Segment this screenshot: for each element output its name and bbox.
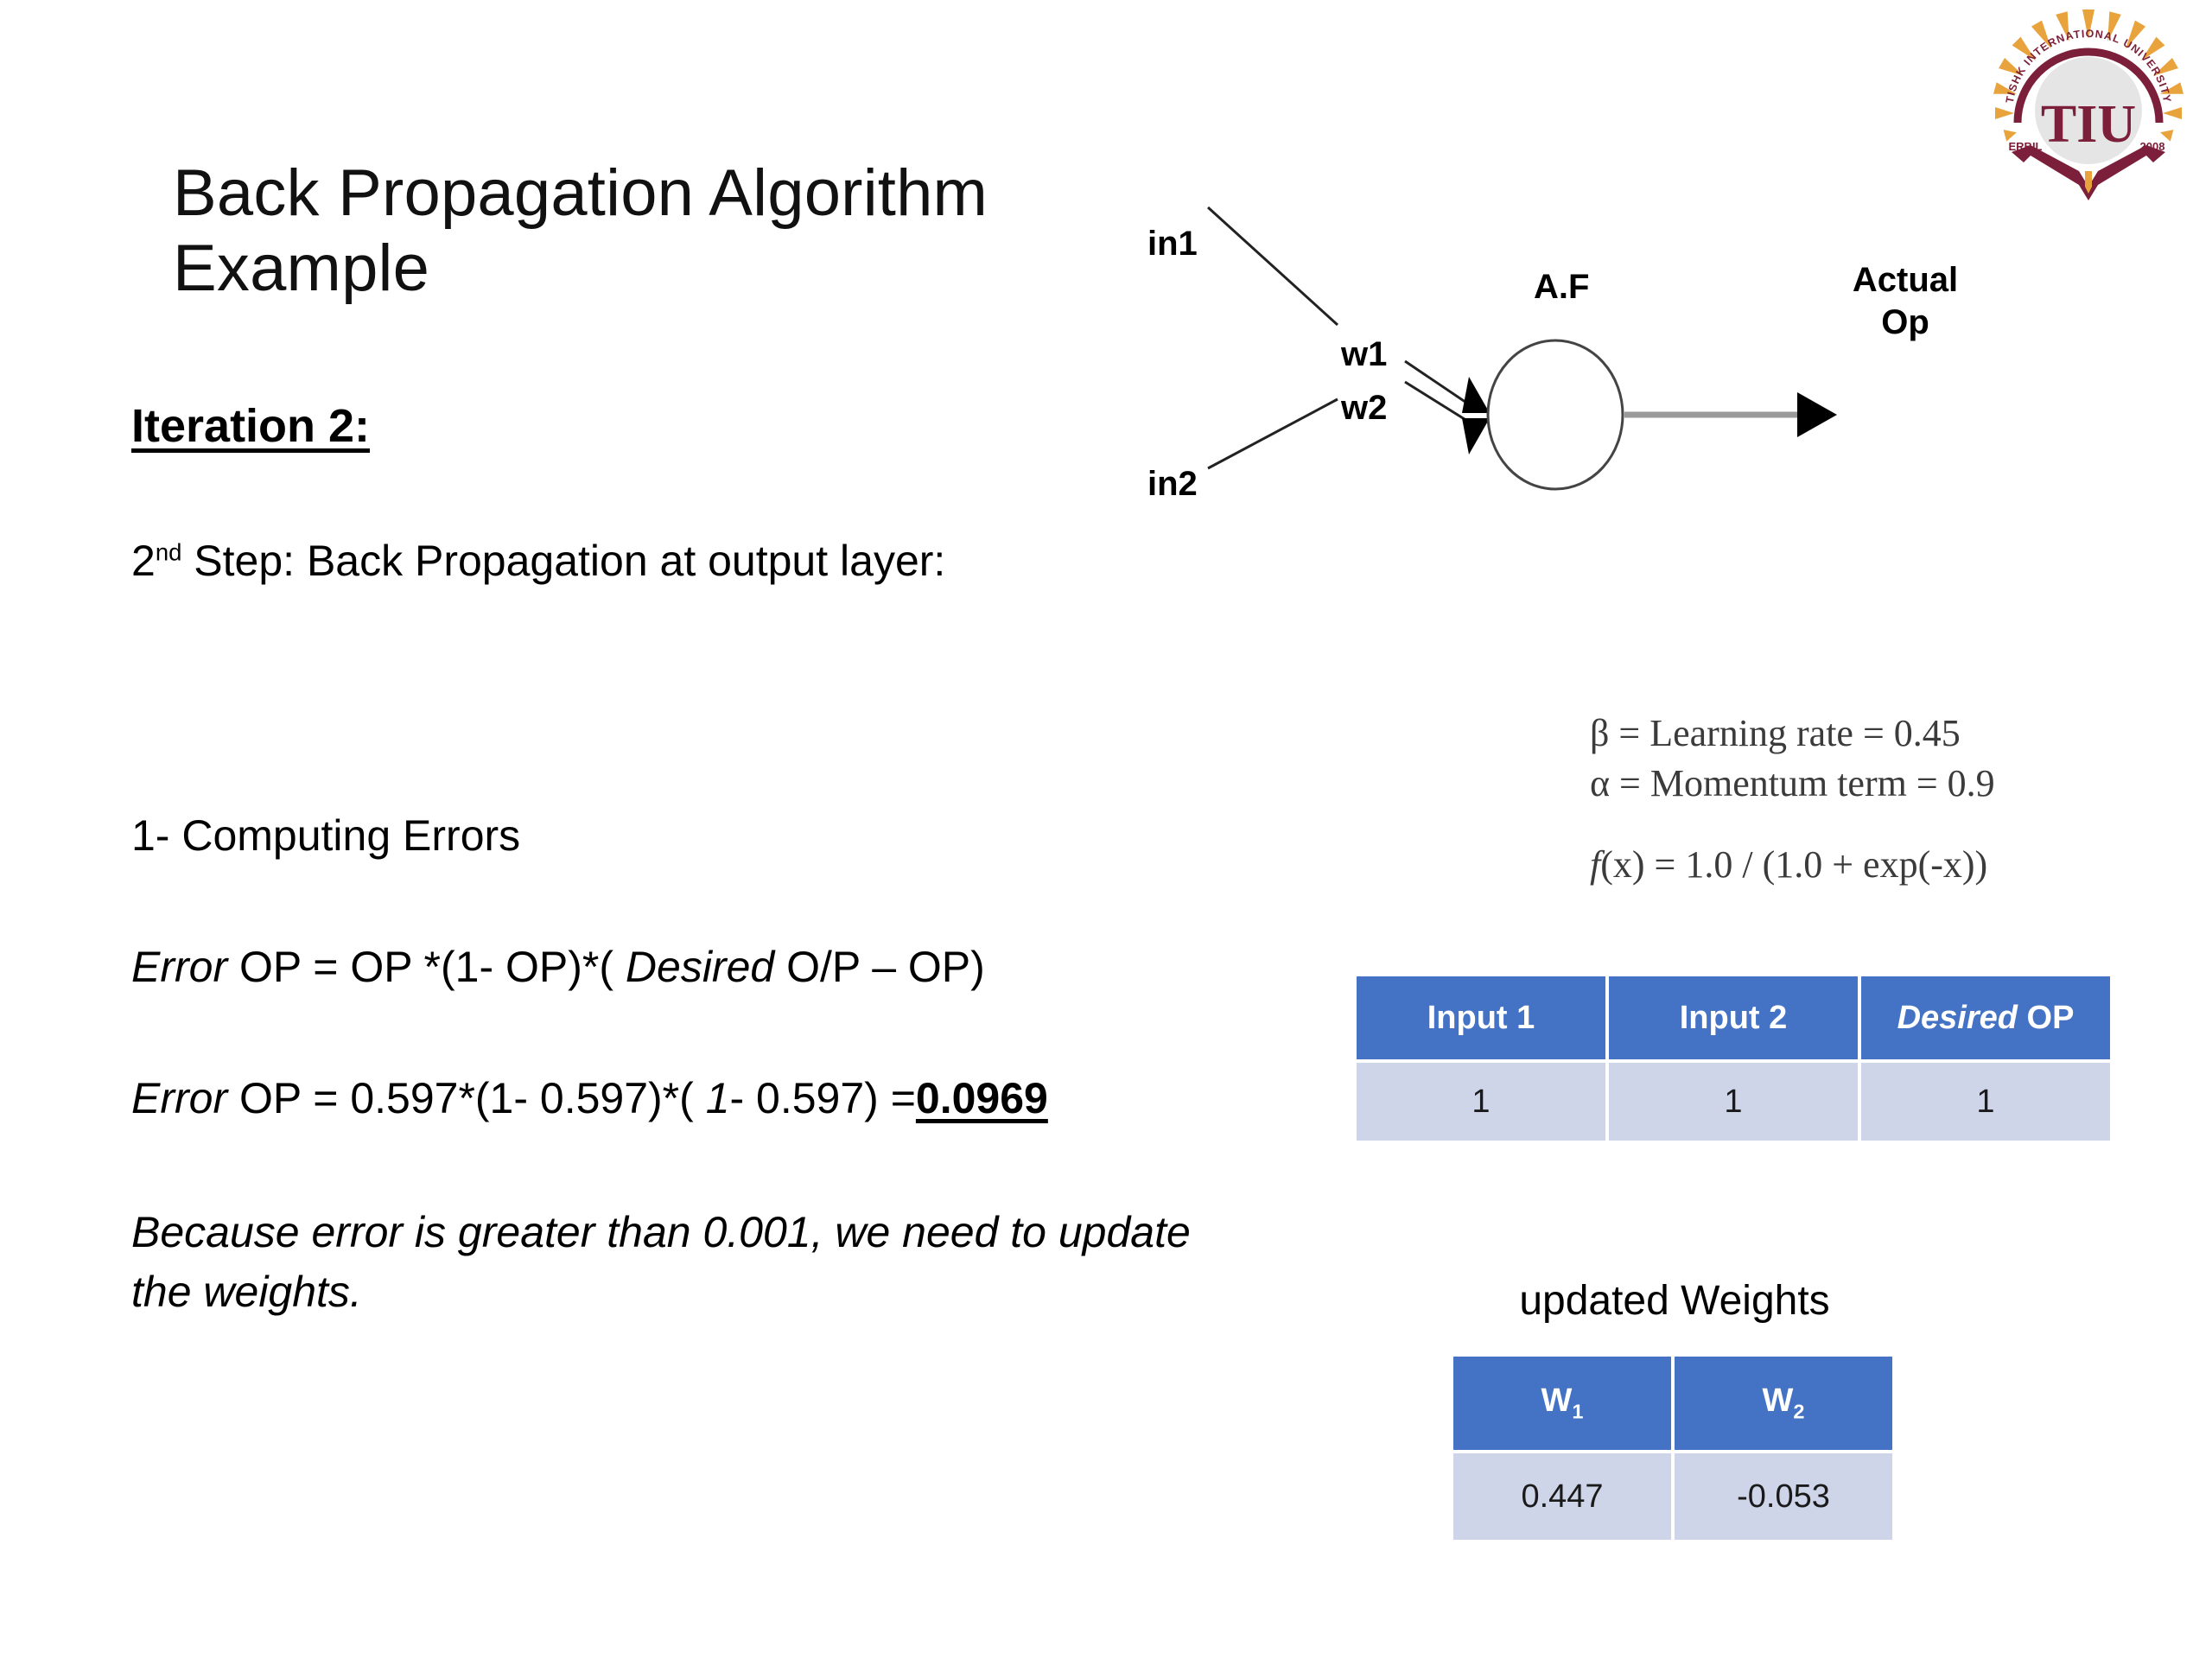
error-equation-numeric-italic-one: 1 <box>705 1074 730 1122</box>
output-arrowhead-icon <box>1797 392 1837 437</box>
io-table-row: 1 1 1 <box>1357 1063 2110 1141</box>
neuron-diagram-svg <box>1206 206 1837 491</box>
io-table-header-input1: Input 1 <box>1357 976 1605 1059</box>
sun-rays-icon <box>1993 10 2183 142</box>
weights-table-header-row: W1 W2 <box>1453 1357 1892 1450</box>
step-number: 2 <box>131 537 156 585</box>
actual-output-line1: Actual <box>1852 261 1959 299</box>
weights-table-caption: updated Weights <box>1519 1278 1830 1324</box>
diagram-label-in2: in2 <box>1147 465 1198 503</box>
error-equation-numeric-italic-error: Error <box>131 1074 228 1122</box>
weights-table-header-w2: W2 <box>1675 1357 1892 1450</box>
weights-table-header-w1: W1 <box>1453 1357 1671 1450</box>
open-book-icon <box>2012 145 2165 200</box>
io-table-cell-desired-op: 1 <box>1861 1063 2110 1141</box>
lower-input-arrowhead-icon <box>1462 418 1490 454</box>
logo-arc <box>2013 48 2164 124</box>
input2-to-w2-line <box>1207 397 1338 470</box>
weights-header-w1-base: W <box>1541 1382 1573 1420</box>
page-title: Back Propagation Algorithm Example <box>173 156 988 306</box>
parameters-formula-block: β = Learning rate = 0.45 α = Momentum te… <box>1590 709 1995 890</box>
error-equation-general-italic-desired: Desired <box>625 943 775 991</box>
io-table-header-row: Input 1 Input 2 Desired OP <box>1357 976 2110 1059</box>
error-equation-numeric-part2: - 0.597) = <box>729 1074 916 1122</box>
tiu-logo: TISHK INTERNATIONAL UNIVERSITY TIU ERBIL… <box>1977 2 2200 225</box>
activation-function-formula: f(x) = 1.0 / (1.0 + exp(-x)) <box>1590 840 1995 890</box>
io-table-header-op: OP <box>2017 999 2075 1036</box>
activation-function-symbol: f <box>1590 843 1601 887</box>
error-equation-general-italic-error: Error <box>131 943 228 991</box>
weights-header-w2-base: W <box>1762 1382 1794 1420</box>
globe-icon <box>2035 57 2142 164</box>
step-description: 2nd Step: Back Propagation at output lay… <box>131 536 945 586</box>
input1-to-w1-line <box>1206 206 1339 327</box>
iteration-heading: Iteration 2: <box>131 400 371 452</box>
diagram-label-w1: w1 <box>1341 335 1388 373</box>
step-ordinal-suffix: nd <box>155 538 182 566</box>
update-weights-note: Because error is greater than 0.001, we … <box>131 1208 1191 1316</box>
w2-to-node-line <box>1404 380 1475 427</box>
actual-output-line2: Op <box>1881 302 1929 341</box>
diagram-label-in1: in1 <box>1147 225 1198 263</box>
activation-function-expression: (x) = 1.0 / (1.0 + exp(-x)) <box>1600 843 1988 887</box>
error-result-value: 0.0969 <box>915 1074 1048 1122</box>
computing-errors-heading: 1- Computing Errors <box>131 811 521 860</box>
error-equation-general-part1: OP = OP *(1- OP)*( <box>227 943 626 991</box>
io-table: Input 1 Input 2 Desired OP 1 1 1 <box>1353 973 2113 1144</box>
error-equation-numeric: Error OP = 0.597*(1- 0.597)*( 1- 0.597) … <box>131 1073 1048 1123</box>
momentum-formula: α = Momentum term = 0.9 <box>1590 762 1995 805</box>
weights-table: W1 W2 0.447 -0.053 <box>1450 1353 1896 1543</box>
error-equation-general: Error OP = OP *(1- OP)*( Desired O/P – O… <box>131 942 985 992</box>
error-equation-numeric-part1: OP = 0.597*(1- 0.597)*( <box>227 1074 706 1122</box>
io-table-header-desired-op: Desired OP <box>1861 976 2110 1059</box>
logo-acronym: TIU <box>2041 95 2136 154</box>
io-table-header-desired-italic: Desired <box>1897 999 2018 1036</box>
step-text: Step: Back Propagation at output layer: <box>181 537 946 585</box>
activation-function-node <box>1486 339 1624 491</box>
w1-to-node-line <box>1404 359 1475 410</box>
weights-table-cell-w1: 0.447 <box>1453 1453 1671 1540</box>
io-table-cell-input1: 1 <box>1357 1063 1605 1141</box>
weights-table-row: 0.447 -0.053 <box>1453 1453 1892 1540</box>
upper-input-arrowhead-icon <box>1462 377 1490 413</box>
io-table-header-input2: Input 2 <box>1609 976 1858 1059</box>
tiu-logo-svg: TISHK INTERNATIONAL UNIVERSITY TIU ERBIL… <box>1993 10 2183 200</box>
io-table-cell-input2: 1 <box>1609 1063 1858 1141</box>
error-equation-general-part2: O/P – OP) <box>774 943 985 991</box>
logo-city: ERBIL <box>2009 140 2043 153</box>
weights-table-cell-w2: -0.053 <box>1675 1453 1892 1540</box>
logo-year: 2008 <box>2140 140 2165 153</box>
weights-header-w2-sub: 2 <box>1793 1400 1805 1423</box>
learning-rate-formula: β = Learning rate = 0.45 <box>1590 712 1961 754</box>
weights-header-w1-sub: 1 <box>1572 1400 1584 1423</box>
diagram-label-w2: w2 <box>1341 389 1388 427</box>
book-spine-icon <box>2085 171 2092 194</box>
diagram-label-activation-function: A.F <box>1534 268 1590 306</box>
